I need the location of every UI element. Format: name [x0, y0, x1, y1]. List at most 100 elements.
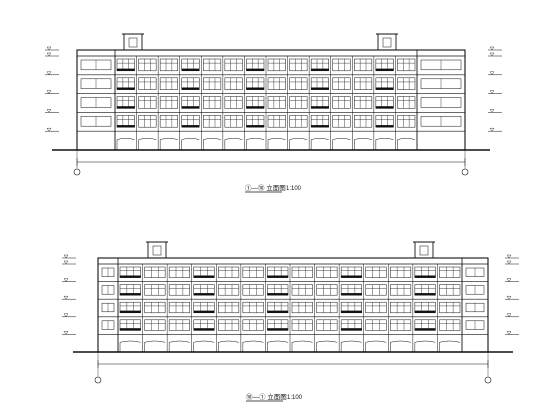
window [332, 115, 351, 128]
level-triangle [506, 331, 512, 335]
window [144, 284, 166, 296]
window [267, 115, 286, 128]
building-outline [97, 257, 489, 353]
level-triangle [489, 109, 495, 113]
window [159, 115, 178, 128]
sill-band [193, 328, 215, 331]
level-triangle [46, 109, 52, 113]
window [439, 284, 461, 296]
rear-elevation-drawing [62, 241, 519, 384]
level-triangle [63, 296, 69, 300]
level-triangle [63, 278, 69, 282]
window [168, 284, 190, 296]
entrance-arc [203, 138, 221, 150]
sill-band [414, 310, 436, 313]
entrance-arc [138, 138, 157, 150]
window [289, 58, 308, 72]
sill-band [340, 328, 362, 331]
window [316, 284, 338, 296]
level-triangle [46, 52, 52, 57]
window [224, 58, 243, 72]
sill-band [181, 87, 200, 90]
window [390, 301, 412, 314]
entrance-arc [354, 138, 372, 150]
window [365, 266, 387, 278]
sill-band [310, 87, 329, 90]
sill-band [414, 293, 436, 296]
sill-band [414, 275, 436, 278]
window [242, 266, 264, 278]
level-triangle [63, 260, 69, 265]
entrance-arc [397, 138, 416, 150]
window [138, 115, 157, 128]
window [224, 96, 243, 109]
window [390, 284, 412, 296]
stair-tower [377, 33, 397, 51]
building-outline [76, 49, 466, 151]
window [267, 58, 286, 72]
level-triangle [46, 90, 52, 94]
entrance-arc [224, 138, 243, 150]
level-triangle [489, 46, 495, 51]
level-triangle [63, 331, 69, 335]
window [289, 77, 308, 90]
entrance-arc [218, 340, 239, 352]
axis-bubble-right [484, 376, 492, 384]
window [267, 77, 286, 90]
sill-band [181, 68, 200, 71]
entrance-arc [267, 340, 289, 352]
level-triangle [489, 127, 495, 132]
elevation-title-bottom: ⑩—① 立面图 [246, 392, 287, 401]
axis-bubble-right [461, 168, 469, 176]
window [365, 301, 387, 314]
sill-band [267, 293, 289, 296]
window [168, 319, 190, 331]
stair-tower [414, 241, 434, 259]
window [144, 319, 166, 331]
entrance-arc [119, 340, 141, 352]
window [242, 319, 264, 331]
window [354, 58, 373, 72]
sill-band [116, 68, 135, 71]
window [291, 284, 313, 296]
window [203, 77, 222, 90]
entrance-arc [310, 138, 329, 150]
window [242, 301, 264, 314]
window [316, 266, 338, 278]
window [224, 77, 243, 90]
level-triangle [506, 254, 512, 259]
window [316, 319, 338, 331]
entrance-arc [181, 138, 200, 150]
window [138, 58, 157, 72]
window [159, 77, 178, 90]
window [168, 266, 190, 278]
elevation-title-top: ①—⑩ 立面图 [245, 183, 286, 192]
level-triangle [46, 71, 52, 76]
window [439, 301, 461, 314]
sill-band [310, 68, 329, 71]
entrance-arc [291, 340, 313, 352]
tower-window [128, 37, 138, 48]
window [218, 284, 240, 296]
level-triangle [506, 278, 512, 282]
sill-band [119, 328, 141, 331]
level-triangle [506, 260, 512, 265]
sill-band [267, 310, 289, 313]
sill-band [246, 106, 265, 109]
entrance-arc [365, 340, 387, 352]
entrance-arc [289, 138, 308, 150]
window [218, 301, 240, 314]
sill-band [193, 293, 215, 296]
window [168, 301, 190, 314]
sill-band [267, 328, 289, 331]
entrance-arc [390, 340, 411, 352]
sill-band [193, 310, 215, 313]
level-triangle [506, 313, 512, 318]
axis-bubble-left [73, 168, 81, 176]
elevation-scale-top: 1:100 [286, 186, 302, 192]
entrance-arc [316, 340, 338, 352]
window [291, 266, 313, 278]
window [439, 266, 461, 278]
sill-band [246, 125, 265, 128]
window [397, 96, 416, 109]
